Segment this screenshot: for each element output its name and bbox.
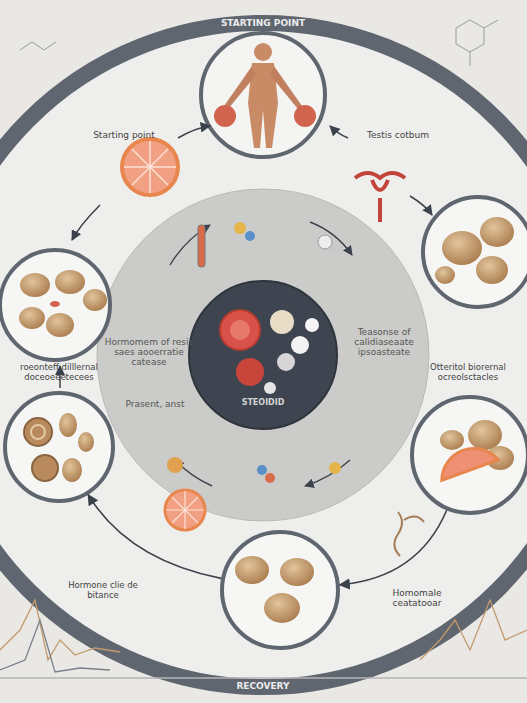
node-text: Hormomem of resis saes aooerratie cateas… — [103, 337, 195, 367]
free-label: Homomale ceatatooar — [372, 588, 462, 608]
circle-outline — [410, 362, 527, 517]
node-text: roeonteff dilllernal doceoeeetecees — [3, 362, 115, 382]
figure-circle — [201, 33, 325, 157]
free-label: Testis cotbum — [356, 130, 440, 140]
node-text: STARTING POINT — [163, 18, 363, 28]
node-text: STEOIDID — [208, 398, 318, 407]
node-text: Prasent, anst — [117, 399, 193, 409]
flow-arrow — [340, 510, 447, 585]
free-label: Starting point — [82, 130, 166, 140]
node-text: Otteritol biorernal ocreolsctacles — [412, 362, 524, 382]
grapefruit — [165, 490, 205, 530]
cycle-arrows — [170, 222, 352, 486]
node-text: RECOVERY — [163, 681, 363, 691]
outer-ring: STARTING POINT RECOVERY Hormomem of resis … — [0, 15, 527, 695]
inner-disc: Hormomem of resis saes aooerratie cateas… — [95, 187, 431, 523]
nut-slices — [24, 413, 94, 482]
node-text: Hormone clie de bitance — [60, 580, 146, 600]
center-food — [220, 310, 319, 394]
molecule-icons — [167, 222, 341, 483]
circle-outline — [188, 280, 338, 430]
nuts — [235, 556, 314, 623]
flow-arrow — [88, 495, 221, 579]
core-circle: STEOIDID — [188, 280, 338, 430]
grapefruit-nuts — [435, 420, 514, 480]
treble-symbol — [394, 512, 424, 556]
chart-lines — [0, 600, 527, 678]
stage-circle: Hormone clie de bitance — [60, 528, 342, 653]
nuts-circle — [0, 250, 110, 360]
stage-circle: Otteritol biorernal ocreolsctacles — [410, 362, 527, 517]
circle-outline — [3, 362, 115, 504]
node-text: Teasonse of calidiaseaate ipsoasteate — [341, 327, 427, 357]
organ-symbol — [355, 173, 405, 222]
stage-circle: roeonteff dilllernal doceoeeetecees — [3, 362, 115, 504]
nuts-circle — [423, 197, 527, 307]
grapefruit — [122, 139, 178, 195]
